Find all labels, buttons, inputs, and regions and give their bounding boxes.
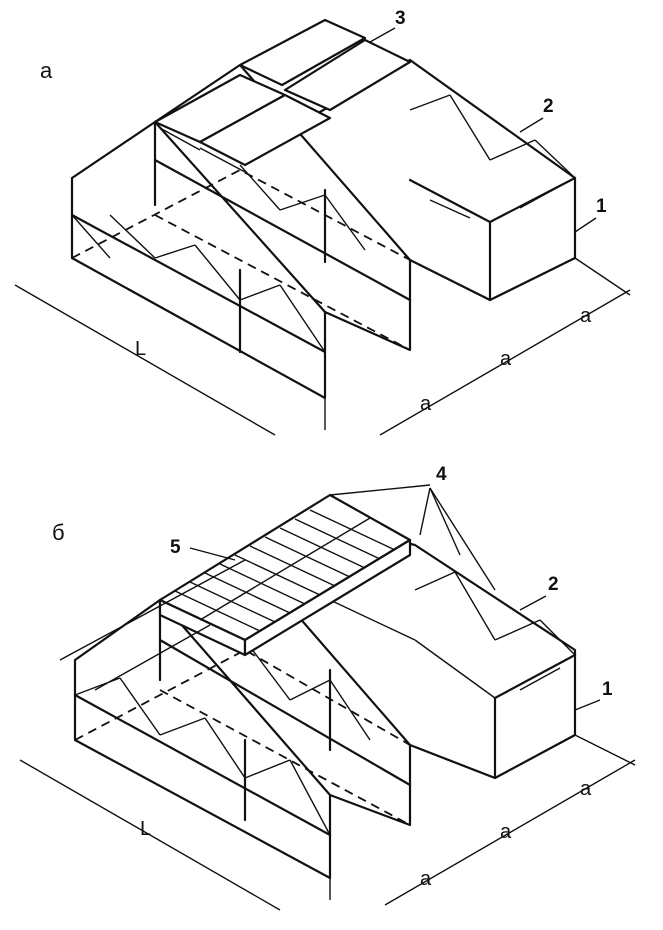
callout-a-3: 3 — [395, 8, 406, 29]
truss-row-b1 — [73, 598, 332, 880]
callout-a-2: 2 — [543, 96, 554, 117]
dimension-a-b2: a — [500, 821, 512, 843]
dimension-a-b1: a — [420, 868, 432, 890]
callout-b-1: 1 — [602, 679, 613, 700]
truss-row-1 — [70, 120, 327, 400]
dimension-lines-b: L a a a — [19, 734, 636, 911]
base-outline-b — [74, 648, 576, 779]
dimension-a-a3: a — [580, 305, 592, 327]
panel-a-label: а — [40, 58, 53, 83]
roof-plates — [153, 18, 412, 173]
base-outline-a — [71, 168, 576, 302]
dimension-a-a2: a — [500, 348, 512, 370]
panel-b-label: б — [52, 520, 65, 545]
callout-b-2: 2 — [548, 574, 559, 595]
truss-row-3 — [318, 58, 577, 302]
panel-b: б — [19, 464, 636, 911]
panel-a: а — [14, 8, 631, 436]
dimension-lines-a: L a a a — [14, 257, 631, 436]
dimension-L-b: L — [140, 818, 151, 840]
dimension-a-b3: a — [580, 778, 592, 800]
callout-b-4: 4 — [436, 464, 447, 485]
purlin-plate — [158, 493, 412, 657]
dimension-a-a1: a — [420, 393, 432, 415]
callout-a-1: 1 — [596, 196, 607, 217]
dimension-L-a: L — [135, 338, 146, 360]
callout-b-5: 5 — [170, 537, 181, 558]
